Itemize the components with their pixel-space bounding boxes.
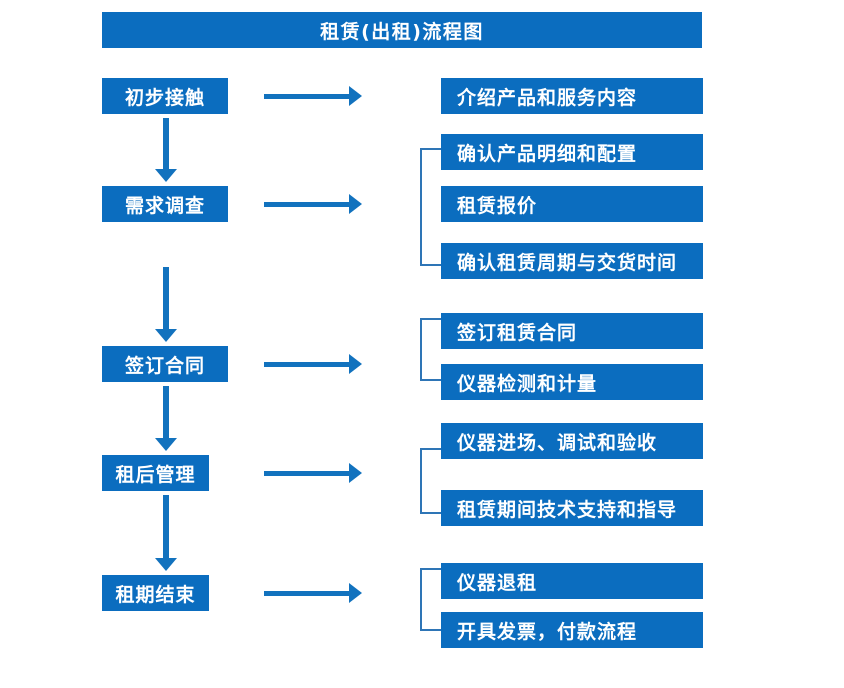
flow-arrow-right-5 (264, 583, 362, 603)
detail-box-10[interactable]: 开具发票，付款流程 (441, 612, 703, 648)
group-bracket-1 (420, 148, 441, 266)
detail-box-8[interactable]: 租赁期间技术支持和指导 (441, 490, 703, 526)
group-bracket-4 (420, 568, 441, 631)
group-bracket-2 (420, 318, 441, 381)
detail-box-3[interactable]: 租赁报价 (441, 186, 703, 222)
stage-box-4[interactable]: 租后管理 (102, 455, 209, 491)
flow-arrow-right-3 (264, 354, 362, 374)
flow-arrow-down-3 (155, 386, 177, 451)
detail-box-9[interactable]: 仪器退租 (441, 563, 703, 599)
flow-arrow-right-1 (264, 86, 362, 106)
detail-box-6[interactable]: 仪器检测和计量 (441, 364, 703, 400)
flow-arrow-down-1 (155, 118, 177, 182)
diagram-title-bar: 租赁(出租)流程图 (102, 12, 702, 48)
flow-arrow-down-4 (155, 495, 177, 571)
stage-box-2[interactable]: 需求调查 (102, 186, 228, 222)
stage-box-3[interactable]: 签订合同 (102, 346, 228, 382)
flow-arrow-right-2 (264, 194, 362, 214)
flow-arrow-down-2 (155, 267, 177, 342)
group-bracket-3 (420, 448, 441, 514)
detail-box-4[interactable]: 确认租赁周期与交货时间 (441, 243, 703, 279)
flow-arrow-right-4 (264, 463, 362, 483)
detail-box-2[interactable]: 确认产品明细和配置 (441, 134, 703, 170)
detail-box-1[interactable]: 介绍产品和服务内容 (441, 78, 703, 114)
detail-box-5[interactable]: 签订租赁合同 (441, 313, 703, 349)
detail-box-7[interactable]: 仪器进场、调试和验收 (441, 423, 703, 459)
stage-box-5[interactable]: 租期结束 (102, 575, 209, 611)
stage-box-1[interactable]: 初步接触 (102, 78, 228, 114)
